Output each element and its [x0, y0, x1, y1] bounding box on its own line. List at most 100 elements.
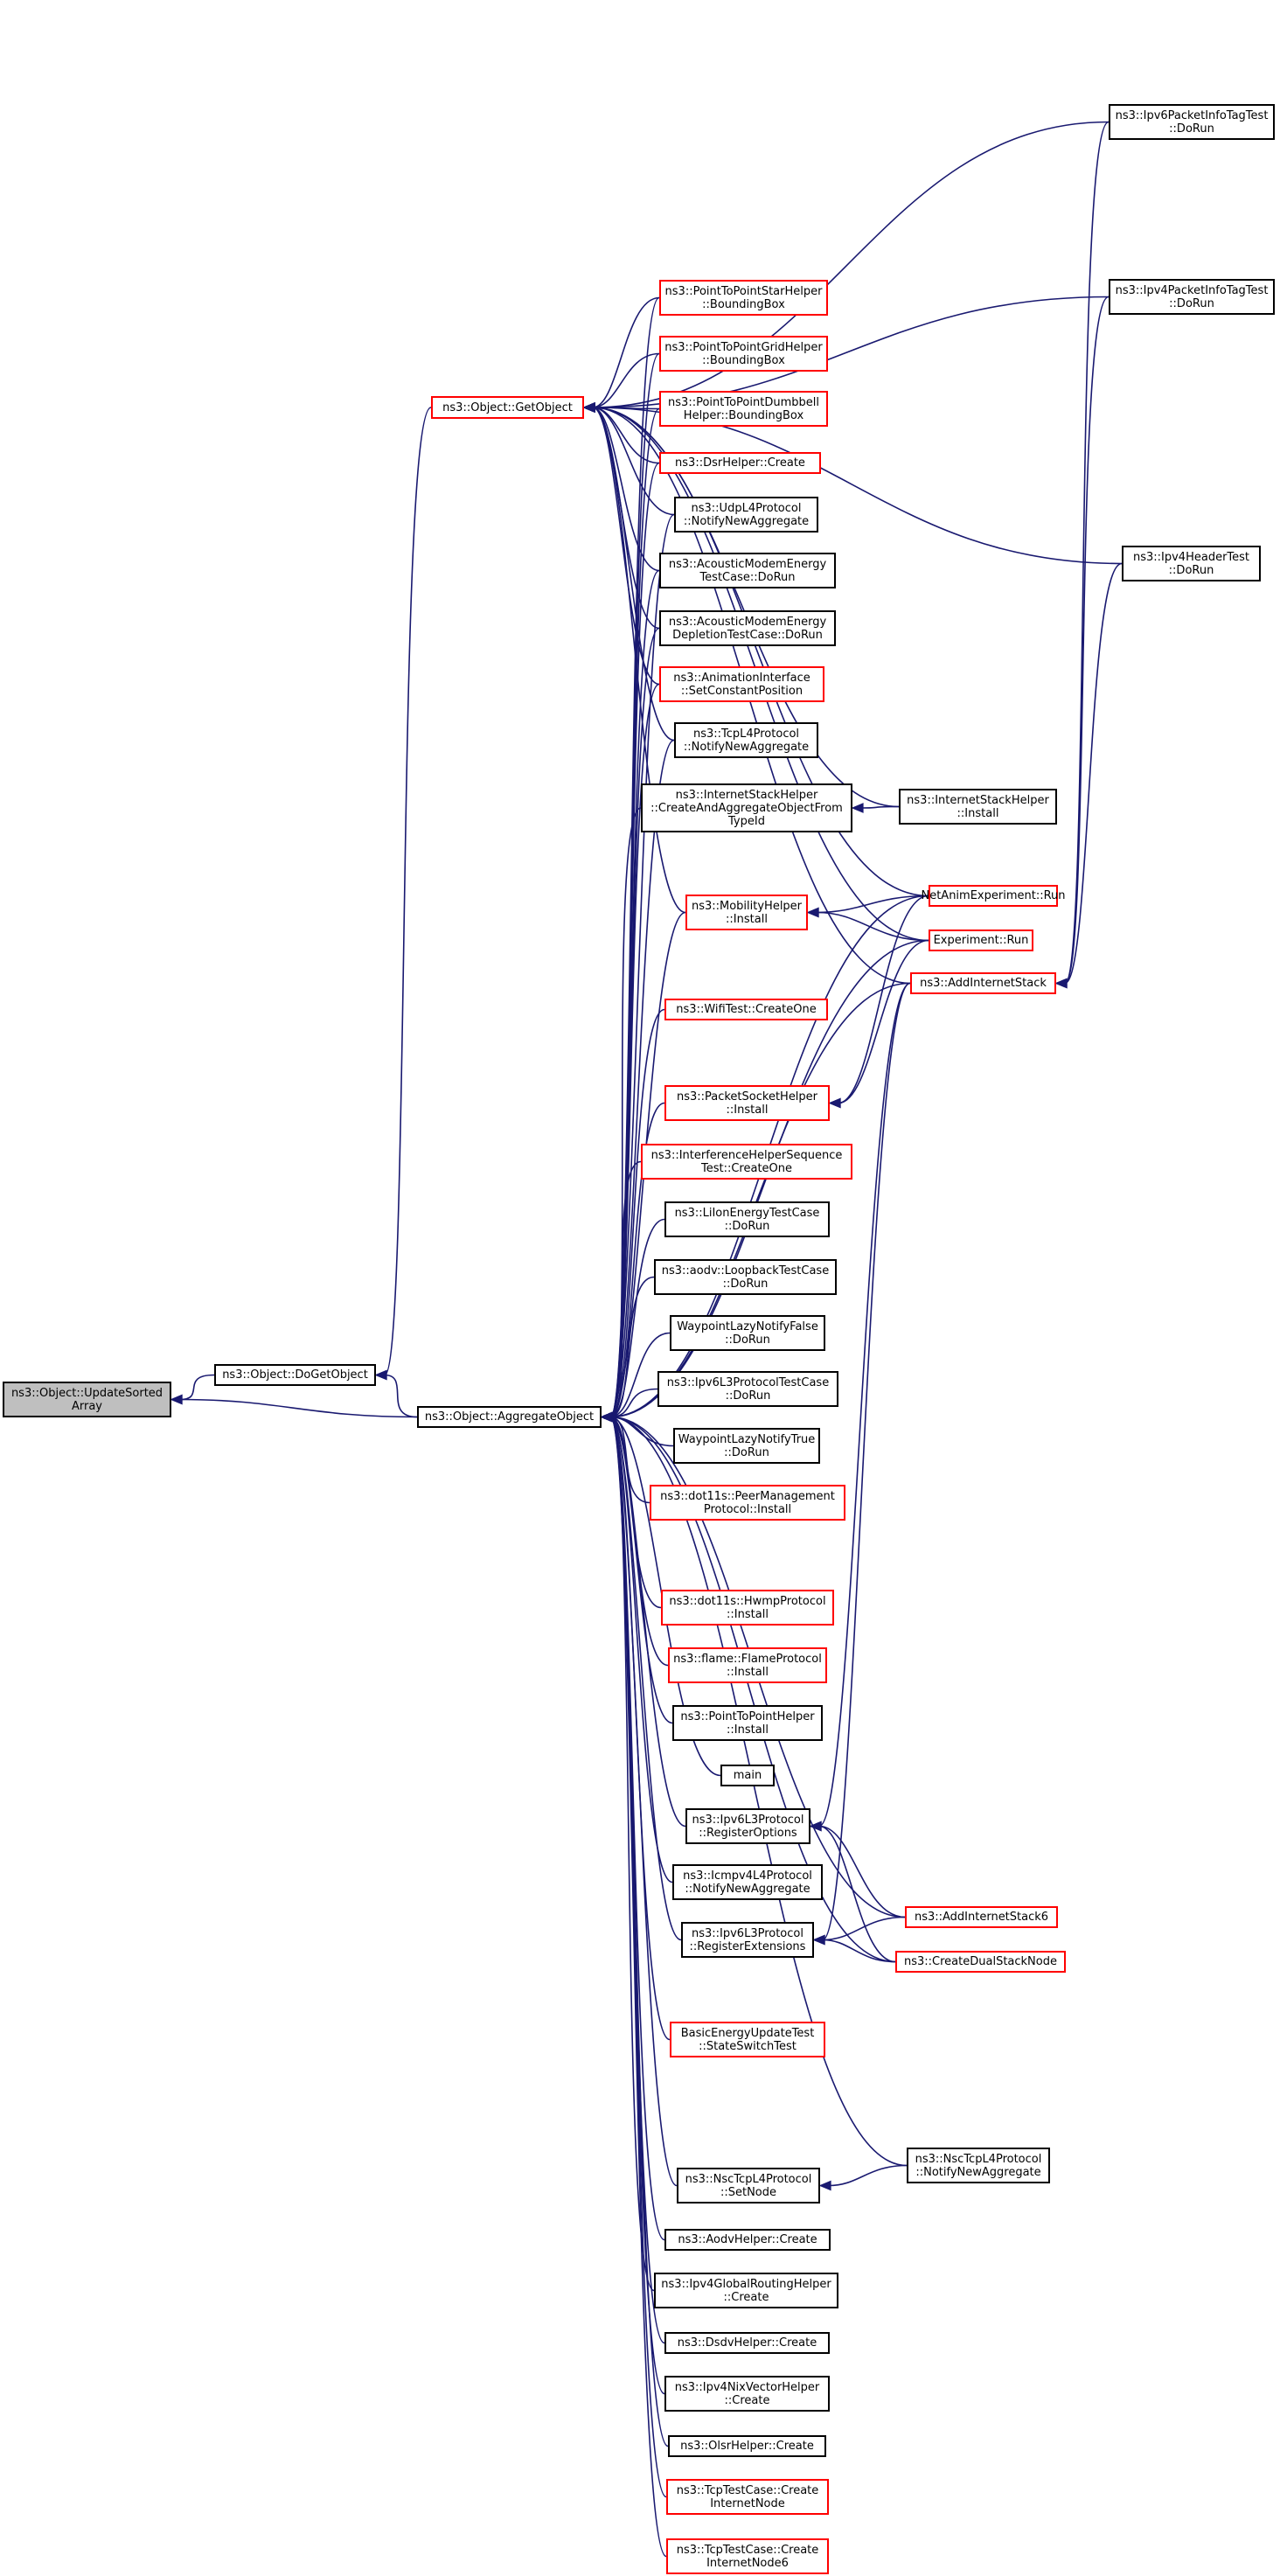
edge-n28-n46: [818, 982, 911, 1828]
edge-n2-n49: [609, 1416, 908, 2167]
edge-n2-n12: [609, 739, 675, 1418]
node-ns3-interferencehelpersequence-test-createone[interactable]: ns3::InterferenceHelperSequence Test::Cr…: [641, 1144, 852, 1180]
edge-arrowhead-n0-n2: [170, 1394, 183, 1405]
node-ns3-nsctcpl4protocol-notifynewaggregate[interactable]: ns3::NscTcpL4Protocol ::NotifyNewAggrega…: [907, 2148, 1050, 2183]
edge-arrowhead-n16-n45: [828, 1097, 841, 1109]
edge-n16-n44: [838, 895, 929, 1104]
node-ns3-pointtopointgridhelper-boundingbox[interactable]: ns3::PointToPointGridHelper ::BoundingBo…: [659, 336, 828, 372]
edge-arrowhead-n14-n45: [806, 907, 819, 918]
edge-n2-n33: [609, 1416, 665, 2241]
edge-n2-n17: [609, 1160, 642, 1418]
edge-n2-n18: [609, 1218, 665, 1418]
node-main[interactable]: main: [720, 1765, 775, 1786]
node-ns3-olsrhelper-create[interactable]: ns3::OlsrHelper::Create: [668, 2435, 826, 2457]
node-ns3-aodvhelper-create[interactable]: ns3::AodvHelper::Create: [664, 2229, 831, 2251]
edge-n3-n12: [592, 407, 675, 741]
node-ns3-object-aggregateobject[interactable]: ns3::Object::AggregateObject: [417, 1406, 602, 1428]
node-ns3-udpl4protocol-notifynewaggregate[interactable]: ns3::UdpL4Protocol ::NotifyNewAggregate: [674, 497, 818, 533]
node-ns3-acousticmodemenergy-depletiontestcase-dorun[interactable]: ns3::AcousticModemEnergy DepletionTestCa…: [659, 610, 836, 646]
node-ns3-createdualstacknode[interactable]: ns3::CreateDualStackNode: [895, 1951, 1066, 1973]
edge-n3-n5: [592, 352, 660, 408]
edge-n0-n1: [179, 1374, 215, 1401]
node-netanimexperiment-run[interactable]: NetAnimExperiment::Run: [921, 885, 1066, 907]
edge-n2-n39: [609, 1416, 667, 2558]
node-waypointlazynotifyfalse-dorun[interactable]: WaypointLazyNotifyFalse ::DoRun: [670, 1315, 825, 1351]
node-ns3-aodv-loopbacktestcase-dorun[interactable]: ns3::aodv::LoopbackTestCase ::DoRun: [654, 1259, 837, 1295]
node-ns3-ipv4headertest-dorun[interactable]: ns3::Ipv4HeaderTest ::DoRun: [1122, 546, 1261, 581]
edge-n46-n40: [1064, 121, 1110, 985]
node-ns3-addinternetstack6[interactable]: ns3::AddInternetStack6: [905, 1906, 1058, 1928]
node-ns3-ipv4globalroutinghelper-create[interactable]: ns3::Ipv4GlobalRoutingHelper ::Create: [654, 2273, 838, 2308]
node-ns3-packetsockethelper-install[interactable]: ns3::PacketSocketHelper ::Install: [664, 1085, 830, 1121]
edge-n2-n20: [609, 1332, 671, 1418]
edge-n3-n9: [592, 407, 660, 572]
edge-n2-n28: [609, 1416, 686, 1828]
node-ns3-liionenergytestcase-dorun[interactable]: ns3::LiIonEnergyTestCase ::DoRun: [664, 1201, 830, 1237]
edge-n1-n2: [384, 1374, 418, 1418]
edge-n30-n46: [822, 982, 911, 1941]
edge-n30-n48: [822, 1939, 896, 1963]
edge-n14-n44: [816, 895, 929, 914]
edge-arrowhead-n46-n42: [1054, 978, 1068, 989]
edge-n3-n8: [592, 407, 675, 516]
node-ns3-animationinterface-setconstantposition[interactable]: ns3::AnimationInterface ::SetConstantPos…: [659, 666, 824, 702]
node-ns3-addinternetstack[interactable]: ns3::AddInternetStack: [910, 972, 1056, 994]
edge-arrowhead-n13-n43: [851, 803, 864, 813]
node-ns3-ipv6l3protocol-registeroptions[interactable]: ns3::Ipv6L3Protocol ::RegisterOptions: [685, 1808, 810, 1844]
edge-n28-n48: [818, 1825, 896, 1963]
edge-n2-n48: [609, 1416, 896, 1963]
node-ns3-ipv6l3protocoltestcase-dorun[interactable]: ns3::Ipv6L3ProtocolTestCase ::DoRun: [657, 1371, 838, 1407]
edge-arrowhead-n30-n48: [812, 1934, 825, 1946]
node-basicenergyupdatetest-stateswitchtest[interactable]: BasicEnergyUpdateTest ::StateSwitchTest: [670, 2022, 825, 2057]
edge-arrowhead-n1-n2: [374, 1369, 387, 1381]
node-ns3-tcptestcase-create-internetnode6[interactable]: ns3::TcpTestCase::Create InternetNode6: [666, 2538, 829, 2574]
edge-n2-n13: [609, 807, 642, 1418]
edge-n30-n47: [822, 1916, 906, 1941]
edge-n16-n45: [838, 939, 929, 1104]
node-ns3-dsrhelper-create[interactable]: ns3::DsrHelper::Create: [659, 452, 821, 474]
node-ns3-mobilityhelper-install[interactable]: ns3::MobilityHelper ::Install: [685, 895, 808, 930]
node-ns3-tcptestcase-create-internetnode[interactable]: ns3::TcpTestCase::Create InternetNode: [666, 2479, 829, 2515]
edge-n32-n49: [828, 2164, 908, 2187]
edge-n2-n19: [609, 1276, 655, 1418]
node-ns3-tcpl4protocol-notifynewaggregate[interactable]: ns3::TcpL4Protocol ::NotifyNewAggregate: [674, 722, 818, 758]
node-ns3-internetstackhelper-createandaggregateobjectfrom-typeid[interactable]: ns3::InternetStackHelper ::CreateAndAggr…: [641, 783, 852, 832]
edge-n14-n45: [816, 911, 929, 942]
node-ns3-ipv6packetinfotagtest-dorun[interactable]: ns3::Ipv6PacketInfoTagTest ::DoRun: [1109, 104, 1275, 140]
edge-arrowhead-n32-n49: [818, 2180, 831, 2191]
node-ns3-dot11s-peermanagement-protocol-install[interactable]: ns3::dot11s::PeerManagement Protocol::In…: [650, 1485, 845, 1521]
node-ns3-ipv4nixvectorhelper-create[interactable]: ns3::Ipv4NixVectorHelper ::Create: [664, 2376, 830, 2412]
edge-layer: [170, 121, 1123, 2558]
node-ns3-ipv6l3protocol-registerextensions[interactable]: ns3::Ipv6L3Protocol ::RegisterExtensions: [681, 1922, 814, 1958]
edge-n2-n32: [609, 1416, 678, 2187]
edge-n0-n2: [179, 1398, 418, 1418]
edge-n13-n43: [860, 805, 900, 809]
node-ns3-object-dogetobject[interactable]: ns3::Object::DoGetObject: [214, 1364, 376, 1386]
edge-n3-n42: [592, 407, 1123, 565]
node-ns3-object-getobject[interactable]: ns3::Object::GetObject: [431, 396, 584, 419]
edge-n2-n30: [609, 1416, 682, 1941]
node-ns3-nsctcpl4protocol-setnode[interactable]: ns3::NscTcpL4Protocol ::SetNode: [677, 2168, 820, 2204]
node-ns3-dsdvhelper-create[interactable]: ns3::DsdvHelper::Create: [664, 2332, 830, 2354]
node-ns3-acousticmodemenergy-testcase-dorun[interactable]: ns3::AcousticModemEnergy TestCase::DoRun: [659, 553, 836, 588]
edge-n46-n41: [1064, 296, 1110, 985]
node-ns3-dot11s-hwmpprotocol-install[interactable]: ns3::dot11s::HwmpProtocol ::Install: [661, 1590, 834, 1626]
edge-n1-n3: [384, 407, 432, 1376]
node-ns3-object-updatesorted-array: ns3::Object::UpdateSorted Array: [3, 1382, 171, 1417]
node-ns3-icmpv4l4protocol-notifynewaggregate[interactable]: ns3::Icmpv4L4Protocol ::NotifyNewAggrega…: [672, 1864, 823, 1900]
edge-arrowhead-n3-n46: [582, 402, 595, 413]
node-ns3-internetstackhelper-install[interactable]: ns3::InternetStackHelper ::Install: [899, 789, 1057, 825]
edge-n3-n4: [592, 296, 660, 408]
node-waypointlazynotifytrue-dorun[interactable]: WaypointLazyNotifyTrue ::DoRun: [673, 1428, 820, 1464]
edge-arrowhead-n28-n48: [809, 1821, 822, 1832]
node-ns3-ipv4packetinfotagtest-dorun[interactable]: ns3::Ipv4PacketInfoTagTest ::DoRun: [1109, 279, 1275, 315]
node-ns3-pointtopointhelper-install[interactable]: ns3::PointToPointHelper ::Install: [672, 1705, 823, 1741]
node-ns3-wifitest-createone[interactable]: ns3::WifiTest::CreateOne: [664, 999, 828, 1020]
edge-arrowhead-n2-n49: [600, 1411, 613, 1423]
node-ns3-pointtopointdumbbell-helper-boundingbox[interactable]: ns3::PointToPointDumbbell Helper::Boundi…: [659, 391, 828, 427]
node-ns3-flame-flameprotocol-install[interactable]: ns3::flame::FlameProtocol ::Install: [668, 1647, 827, 1683]
node-experiment-run[interactable]: Experiment::Run: [929, 929, 1033, 951]
edge-n28-n47: [818, 1825, 906, 1918]
node-ns3-pointtopointstarhelper-boundingbox[interactable]: ns3::PointToPointStarHelper ::BoundingBo…: [659, 280, 828, 316]
